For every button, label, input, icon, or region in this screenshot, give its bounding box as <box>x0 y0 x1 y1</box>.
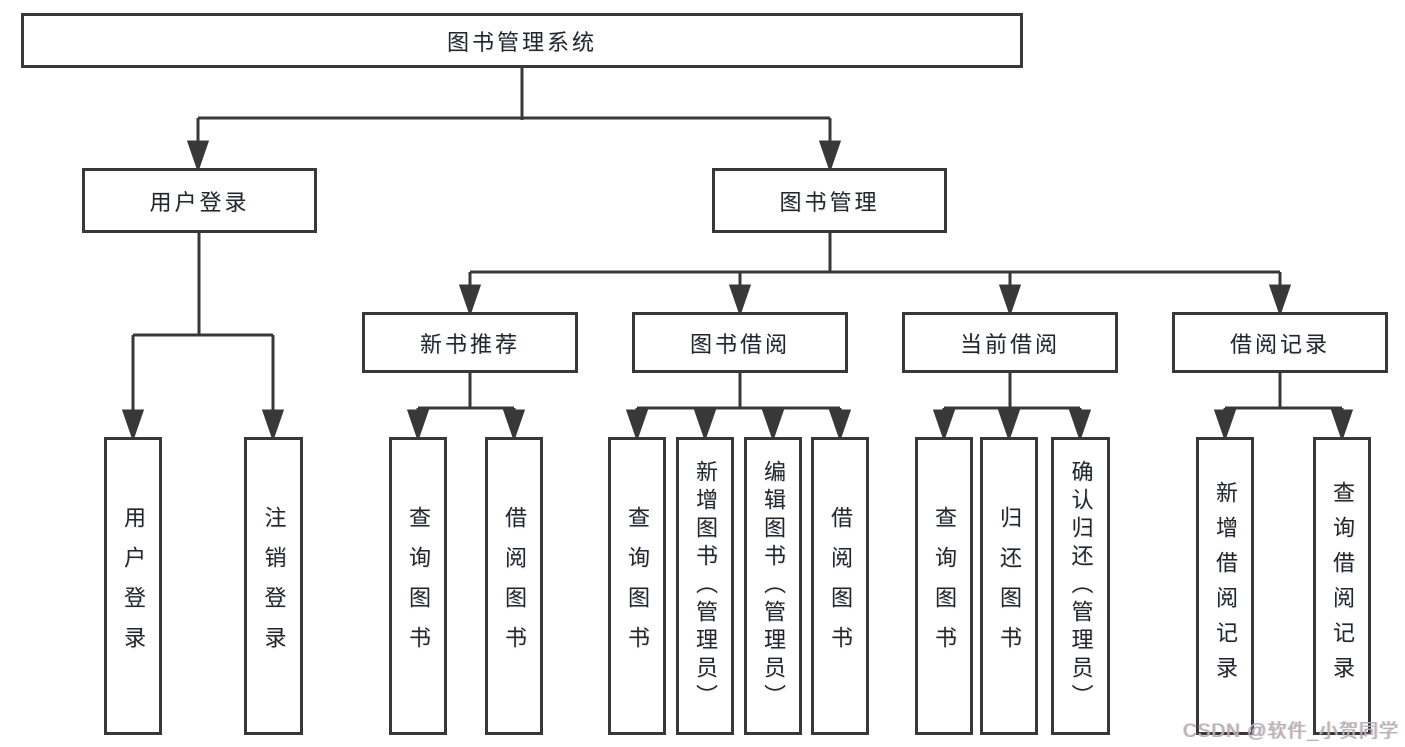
leaf-query-book-current: 查询图书 <box>915 437 973 735</box>
leaf-add-book-admin: 新增图书（管理员） <box>676 437 734 735</box>
leaf-query-book-recommend: 查询图书 <box>389 437 447 735</box>
leaf-borrow-book-recommend: 借阅图书 <box>485 437 543 735</box>
node-new-book-recommend: 新书推荐 <box>362 312 578 373</box>
node-book-management: 图书管理 <box>712 168 947 233</box>
csdn-watermark: CSDN @软件_小贺同学 <box>1183 721 1399 742</box>
connector-new-book-recommend <box>406 371 526 442</box>
leaf-borrow-book-label: 借阅图书 <box>828 506 853 666</box>
arrow-down-icon <box>693 409 717 442</box>
node-book-borrow-label: 图书借阅 <box>689 331 790 357</box>
leaf-add-borrow-record: 新增借阅记录 <box>1196 437 1254 735</box>
arrow-down-icon <box>818 140 842 173</box>
leaf-return-book-label: 归还图书 <box>997 506 1022 666</box>
leaf-logout: 注销登录 <box>244 437 303 735</box>
node-borrow-records: 借阅记录 <box>1172 312 1388 373</box>
leaf-user-login-label: 用户登录 <box>121 506 146 666</box>
node-book-management-label: 图书管理 <box>779 189 880 215</box>
leaf-query-borrow-record: 查询借阅记录 <box>1313 437 1371 735</box>
connector-borrow-records <box>1213 371 1354 442</box>
arrow-down-icon <box>998 284 1022 317</box>
leaf-query-borrow-record-label: 查询借阅记录 <box>1330 481 1355 691</box>
node-current-borrow: 当前借阅 <box>902 312 1118 373</box>
arrow-down-icon <box>828 409 852 442</box>
connector-user-login <box>121 231 285 442</box>
leaf-confirm-return-admin-label: 确认归还（管理员） <box>1068 460 1094 712</box>
arrow-down-icon <box>261 409 285 442</box>
leaf-edit-book-admin-label: 编辑图书（管理员） <box>761 460 786 712</box>
leaf-borrow-book-recommend-label: 借阅图书 <box>502 506 527 666</box>
arrow-down-icon <box>932 409 956 442</box>
arrow-down-icon <box>625 409 649 442</box>
leaf-borrow-book: 借阅图书 <box>811 437 869 735</box>
leaf-add-borrow-record-label: 新增借阅记录 <box>1213 481 1238 691</box>
leaf-query-book-current-label: 查询图书 <box>932 506 957 666</box>
leaf-query-book-recommend-label: 查询图书 <box>406 506 431 666</box>
connector-root <box>186 68 842 173</box>
leaf-query-book-borrow: 查询图书 <box>608 437 666 735</box>
node-book-borrow: 图书借阅 <box>632 312 848 373</box>
leaf-edit-book-admin: 编辑图书（管理员） <box>744 437 802 735</box>
node-user-login: 用户登录 <box>82 168 317 233</box>
leaf-user-login: 用户登录 <box>104 437 162 735</box>
node-user-login-label: 用户登录 <box>149 189 250 215</box>
connector-book-borrow <box>625 371 852 442</box>
arrow-down-icon <box>121 409 145 442</box>
arrow-down-icon <box>406 409 430 442</box>
arrow-down-icon <box>186 140 210 173</box>
root-node-label: 图书管理系统 <box>446 29 597 55</box>
node-current-borrow-label: 当前借阅 <box>959 331 1060 357</box>
leaf-return-book: 归还图书 <box>980 437 1038 735</box>
arrow-down-icon <box>728 284 752 317</box>
node-new-book-recommend-label: 新书推荐 <box>419 331 520 357</box>
leaf-query-book-borrow-label: 查询图书 <box>625 506 650 666</box>
arrow-down-icon <box>997 409 1021 442</box>
leaf-logout-label: 注销登录 <box>261 506 287 666</box>
node-borrow-records-label: 借阅记录 <box>1229 331 1330 357</box>
connector-current-borrow <box>932 371 1092 442</box>
arrow-down-icon <box>1213 409 1237 442</box>
arrow-down-icon <box>502 409 526 442</box>
arrow-down-icon <box>1330 409 1354 442</box>
leaf-confirm-return-admin: 确认归还（管理员） <box>1051 437 1110 735</box>
connector-book-management <box>458 231 1292 317</box>
arrow-down-icon <box>1068 409 1092 442</box>
arrow-down-icon <box>761 409 785 442</box>
arrow-down-icon <box>1268 284 1292 317</box>
root-node: 图书管理系统 <box>21 13 1023 68</box>
arrow-down-icon <box>458 284 482 317</box>
leaf-add-book-admin-label: 新增图书（管理员） <box>693 460 718 712</box>
